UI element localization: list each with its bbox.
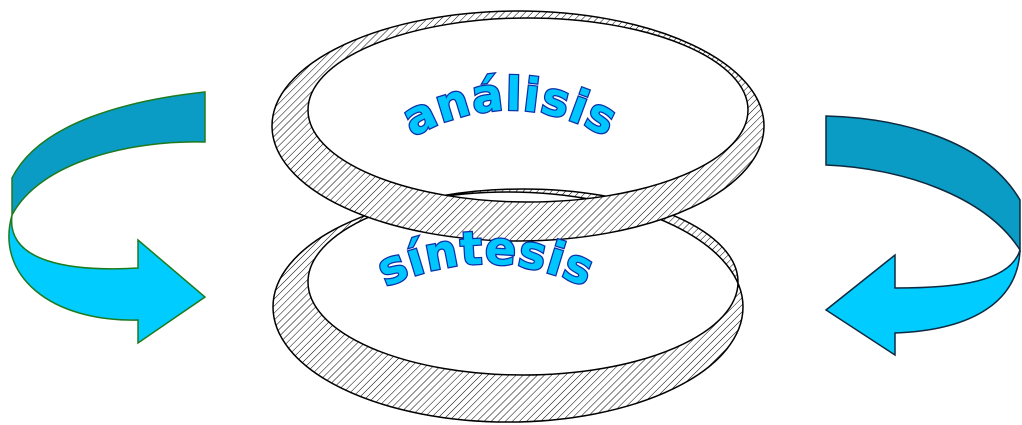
analysis-ring (271, 10, 765, 242)
left-curved-arrow-icon (8, 91, 207, 345)
right-arrow-bottom-band (824, 249, 1021, 357)
left-arrow-bottom-band (8, 214, 207, 345)
left-arrow-top-band (11, 91, 206, 216)
right-arrow-top-band (825, 115, 1021, 253)
right-curved-arrow-icon (824, 115, 1021, 357)
analysis-label: análisis (394, 67, 627, 147)
